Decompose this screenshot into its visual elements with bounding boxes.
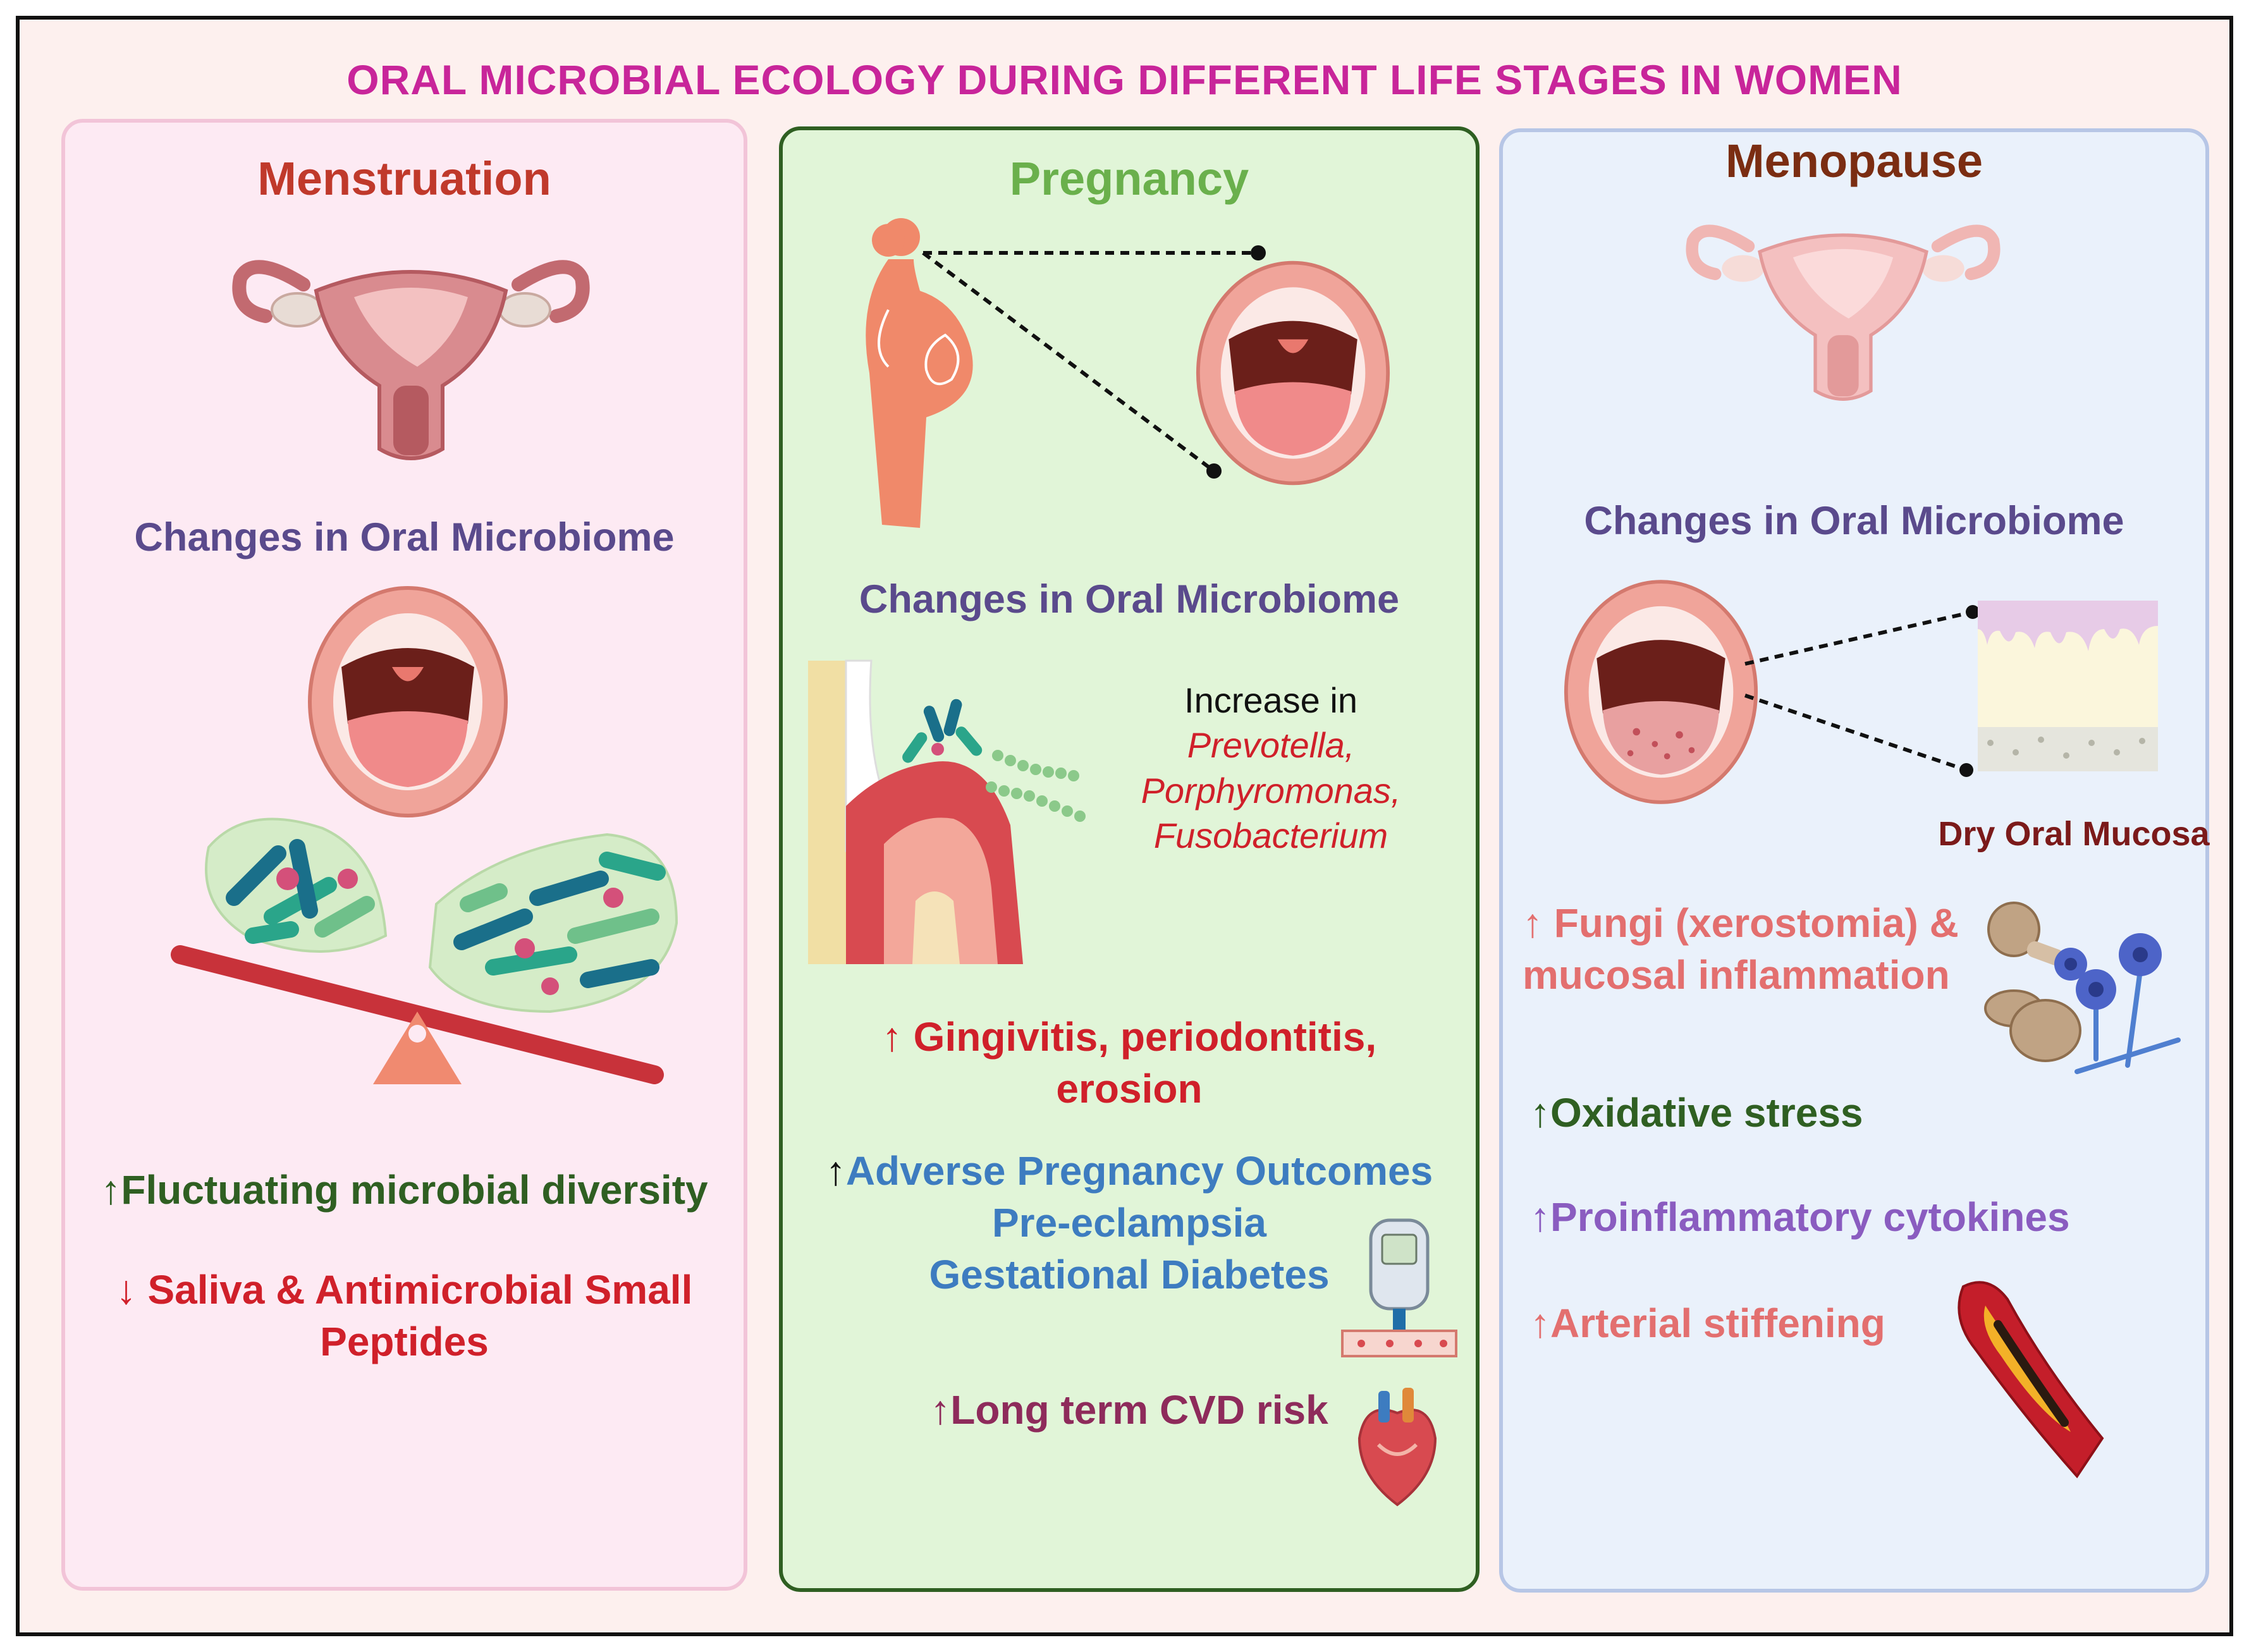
pregnancy-effect-3-text: Long term CVD risk [950,1387,1328,1433]
increase-arrow-icon: ↑ [1530,1090,1550,1135]
bacteria-porphyromonas: Porphyromonas, [1141,770,1401,811]
pregnancy-effect-1-line1: Gingivitis, periodontitis, [913,1014,1377,1060]
pregnancy-effect-2: ↑Adverse Pregnancy Outcomes Pre-eclampsi… [779,1146,1480,1301]
menopause-effect-4-text: Arterial stiffening [1550,1300,1885,1346]
pregnancy-effect-3: ↑Long term CVD risk [779,1385,1480,1436]
increase-arrow-icon: ↑ [1530,1194,1550,1240]
artery-plaque-icon [1958,1281,2104,1479]
menstruation-heading: Menstruation [257,152,551,205]
menopause-effect-2-text: Oxidative stress [1550,1090,1863,1135]
menstruation-effect-2-line2: Peptides [320,1318,489,1364]
menstruation-effect-1: ↑Fluctuating microbial diversity [61,1165,747,1216]
pregnancy-effect-2-line2: Pre-eclampsia [991,1199,1267,1245]
uterus-icon [1686,224,2001,401]
increase-arrow-icon: ↑ [1523,900,1543,946]
glucose-meter-icon [1341,1218,1457,1357]
pregnancy-effect-2-line1: Adverse Pregnancy Outcomes [845,1148,1433,1194]
heart-icon [1357,1388,1437,1507]
menstruation-effect-2-line1: Saliva & Antimicrobial Small [147,1267,693,1312]
menopause-microbiome-label: Changes in Oral Microbiome [1584,499,2124,543]
pregnancy-microbiome-label: Changes in Oral Microbiome [859,577,1400,621]
menopause-effect-1-line1: Fungi (xerostomia) & [1553,900,1959,946]
figure-title: ORAL MICROBIAL ECOLOGY DURING DIFFERENT … [346,56,1903,103]
seesaw-icon [171,945,664,1084]
increase-arrow-icon: ↑ [1530,1300,1550,1346]
menopause-heading: Menopause [1725,135,1983,187]
pregnancy-bacteria-list: Prevotella, Porphyromonas, Fusobacterium [1132,723,1410,859]
menstruation-microbiome-label: Changes in Oral Microbiome [134,515,675,560]
menopause-effect-2: ↑Oxidative stress [1530,1087,1863,1139]
menopause-effect-1: ↑ Fungi (xerostomia) & mucosal inflammat… [1523,898,1959,1001]
pregnancy-heading: Pregnancy [1009,152,1249,205]
menopause-effect-4: ↑Arterial stiffening [1530,1298,1885,1350]
mucosa-layer-icon [1978,601,2158,771]
increase-arrow-icon: ↑ [930,1387,951,1433]
open-mouth-icon [1564,580,1758,804]
magnify-connector-lines [1744,605,1980,777]
increase-arrow-icon: ↑ [881,1014,902,1060]
magnify-connector-lines [922,245,1266,479]
menopause-effect-1-line2: mucosal inflammation [1523,951,1950,998]
pregnancy-increase-label: Increase in [1184,680,1357,720]
menopause-effect-3-text: Proinflammatory cytokines [1550,1194,2070,1240]
increase-arrow-icon: ↑ [825,1148,846,1194]
bacteria-cluster-icon [205,817,678,1013]
pregnancy-effect-1: ↑ Gingivitis, periodontitis, erosion [779,1012,1480,1115]
fungi-icon [1984,902,2181,1074]
increase-arrow-icon: ↑ [101,1167,121,1213]
menstruation-effect-2: ↓ Saliva & Antimicrobial Small Peptides [61,1264,747,1368]
gum-tooth-cross-section-icon [808,659,1086,964]
open-mouth-icon [308,586,508,817]
pregnant-woman-icon [866,218,973,528]
pregnancy-effect-1-line2: erosion [1056,1065,1203,1111]
uterus-icon [232,260,590,460]
menopause-mucosa-label: Dry Oral Mucosa [1938,815,2210,853]
bacteria-fusobacterium: Fusobacterium [1153,816,1388,856]
bacteria-prevotella: Prevotella, [1187,725,1355,765]
menopause-effect-3: ↑Proinflammatory cytokines [1530,1192,2070,1244]
menstruation-effect-1-text: Fluctuating microbial diversity [121,1167,708,1213]
pregnancy-effect-2-line3: Gestational Diabetes [929,1251,1330,1297]
decrease-arrow-icon: ↓ [116,1267,137,1312]
open-mouth-icon [1196,260,1390,486]
